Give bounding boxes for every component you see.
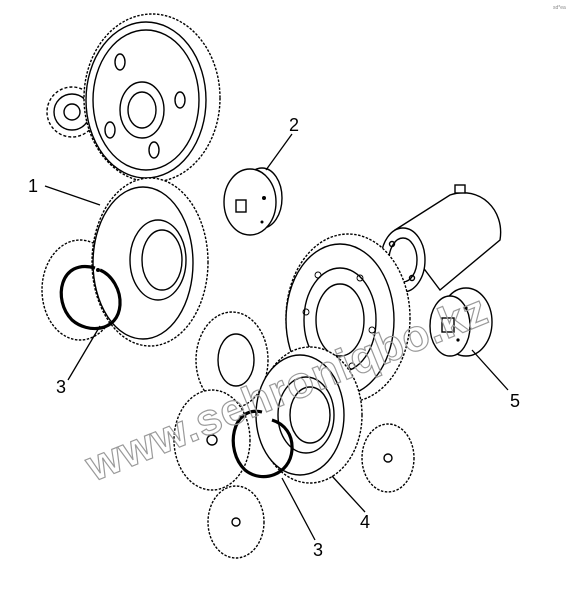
leader-line-4 bbox=[331, 475, 366, 513]
hub-part-2 bbox=[223, 167, 283, 236]
callout-5: 5 bbox=[510, 391, 520, 411]
callout-4: 4 bbox=[360, 512, 370, 532]
callout-3-left: 3 bbox=[56, 377, 66, 397]
retaining-ring-3-left bbox=[59, 264, 122, 330]
leader-line-3a bbox=[67, 325, 101, 381]
callout-2: 2 bbox=[289, 115, 299, 135]
middle-small-gear bbox=[195, 311, 269, 409]
gear-4 bbox=[255, 346, 363, 484]
leader-line-1 bbox=[44, 185, 101, 206]
leader-line-5 bbox=[471, 349, 509, 391]
gear-1-idler bbox=[91, 177, 209, 347]
corner-mark: sd*ea bbox=[553, 5, 566, 11]
top-large-gear bbox=[83, 13, 221, 183]
leader-line-3b bbox=[281, 477, 316, 541]
hub-part-5 bbox=[429, 287, 493, 357]
lower-left-gear bbox=[173, 389, 251, 491]
callout-1: 1 bbox=[28, 176, 38, 196]
lower-right-gear bbox=[361, 423, 415, 493]
bottom-small-gear bbox=[207, 485, 265, 559]
callout-3-lower: 3 bbox=[313, 540, 323, 560]
retaining-ring-3-lower bbox=[231, 409, 294, 479]
leader-line-2 bbox=[265, 133, 293, 171]
